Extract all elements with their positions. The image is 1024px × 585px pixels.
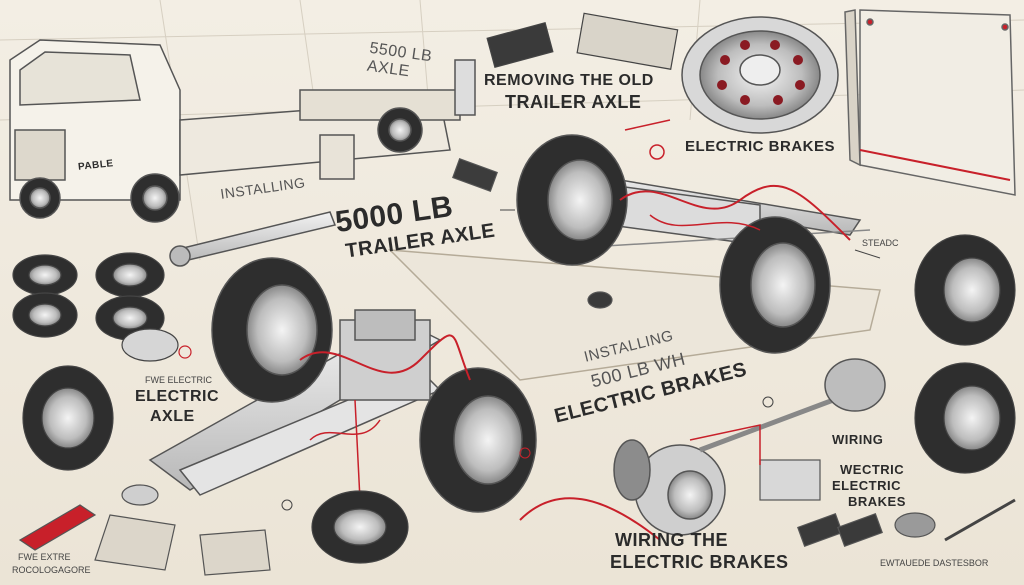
label-steadc: STEADC [862,238,899,248]
label-wiring: WIRING [832,432,884,447]
label-wiring-the-1: WIRING THE [615,530,728,550]
label-electric: ELECTRIC [135,388,219,405]
label-electric-brakes-top: ELECTRIC BRAKES [685,138,836,155]
front-axle-assembly [148,257,537,513]
small-parts [18,157,1016,576]
brake-drum-top [681,16,839,134]
callout-lines [281,209,881,511]
spare-tire-bottom [311,490,409,564]
axle-shaft [169,211,337,267]
label-wectric-2: ELECTRIC [832,478,901,493]
spare-tires-left [12,252,192,471]
spare-tires-right [914,234,1016,474]
label-removing-2: TRAILER AXLE [505,92,642,112]
caption-right: EWTAUEDE DASTESBOR [880,558,989,568]
callout-marker [624,119,671,160]
caption-left-1: FWE EXTRE [18,552,71,562]
label-axle: AXLE [150,408,195,425]
label-electric-axle-small: FWE ELECTRIC [145,375,213,385]
label-wectric-3: BRAKES [848,494,906,509]
caption-left-2: ROCOLOGAGORE [12,565,91,575]
label-removing-1: REMOVING THE OLD [484,72,654,89]
tool-kit [486,12,679,70]
truck [9,39,476,223]
rear-axle-assembly [516,134,871,354]
label-wectric-1: WECTRIC [840,462,905,477]
box-trailer [844,9,1016,196]
brake-hub-assembly [519,358,886,541]
label-wiring-the-2: ELECTRIC BRAKES [610,552,789,572]
